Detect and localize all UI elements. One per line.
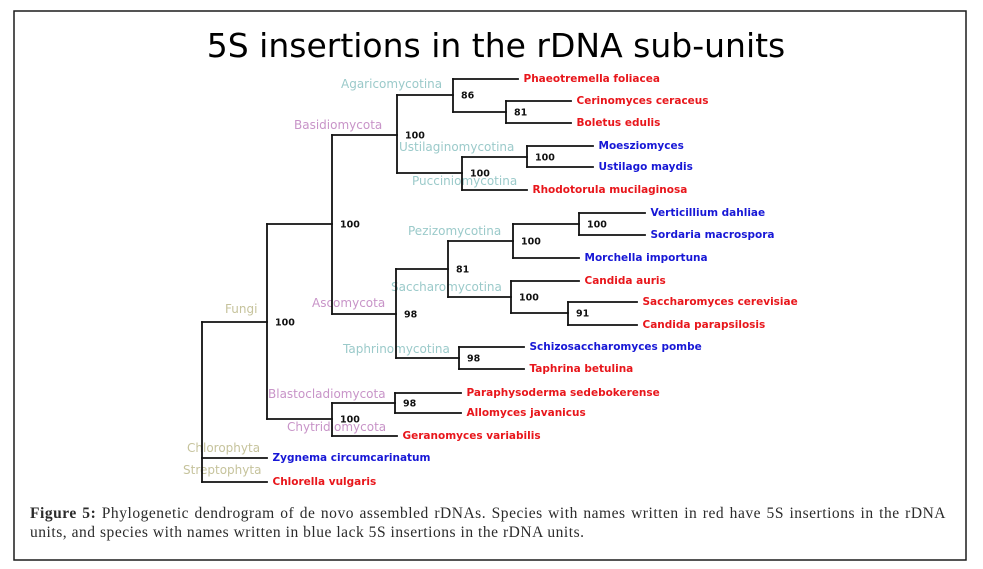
taxon-label-rhodotorula: Rhodotorula mucilaginosa: [533, 184, 688, 196]
bootstrap-value-sordariomycetes: 100: [587, 220, 607, 231]
taxon-label-schizosaccharomyces: Schizosaccharomyces pombe: [530, 341, 702, 353]
taxon-label-geranomyces: Geranomyces variabilis: [403, 430, 541, 442]
taxon-label-candida_auris: Candida auris: [585, 275, 666, 287]
taxon-label-morchella: Morchella importuna: [585, 252, 708, 264]
clade-label-basidiomycota: Basidiomycota: [294, 118, 382, 132]
clade-label-blastocladiomycota: Blastocladiomycota: [268, 387, 386, 401]
taxon-label-taphrina: Taphrina betulina: [530, 363, 634, 375]
bootstrap-value-blastocladiomycota: 98: [403, 399, 417, 410]
bootstrap-value-pezizomycotina: 100: [521, 237, 541, 248]
taxon-label-moesziomyces: Moesziomyces: [599, 140, 684, 152]
bootstrap-value-ascomycota: 98: [404, 310, 418, 321]
taxon-label-saccharomyces: Saccharomyces cerevisiae: [643, 296, 798, 308]
bootstrap-value-dikarya: 100: [340, 220, 360, 231]
bootstrap-value-pez_sac: 81: [456, 265, 469, 276]
figure-caption: Figure 5: Phylogenetic dendrogram of de …: [30, 504, 946, 542]
bootstrap-value-taphrinomycotina: 98: [467, 354, 481, 365]
taxon-label-cerinomyces: Cerinomyces ceraceus: [577, 95, 709, 107]
taxon-label-boletus: Boletus edulis: [577, 117, 661, 129]
bootstrap-value-basidiomycota: 100: [405, 131, 425, 142]
tree-branches: [201, 78, 646, 483]
bootstrap-values: 81 86 100 100 100 100 100 91 100 81 98 98 100 98 100 10…: [275, 91, 607, 426]
clade-label-saccharomycotina: Saccharomycotina: [391, 280, 502, 294]
taxon-label-zygnema: Zygnema circumcarinatum: [273, 452, 431, 464]
taxon-label-sordaria: Sordaria macrospora: [651, 229, 775, 241]
caption-text: Phylogenetic dendrogram of de novo assem…: [30, 505, 947, 541]
taxon-label-paraphysoderma: Paraphysoderma sedebokerense: [467, 387, 660, 399]
bootstrap-value-ustil_pucc: 100: [470, 169, 490, 180]
clade-label-agaricomycotina: Agaricomycotina: [341, 77, 442, 91]
taxon-label-verticillium: Verticillium dahliae: [651, 207, 766, 219]
taxon-label-chlorella: Chlorella vulgaris: [273, 476, 377, 488]
bootstrap-value-saccharomycotina: 100: [519, 293, 539, 304]
bootstrap-value-agaricomycotina: 86: [461, 91, 475, 102]
bootstrap-value-sacch_91: 91: [576, 309, 589, 320]
bootstrap-value-chytrid_blasto: 100: [340, 415, 360, 426]
bootstrap-value-ustilaginomycotina: 100: [535, 153, 555, 164]
clade-label-pucciniomycotina: Pucciniomycotina: [412, 174, 517, 188]
clade-label-ascomycota: Ascomycota: [312, 296, 385, 310]
taxon-label-ustilago: Ustilago maydis: [599, 161, 693, 173]
taxon-label-allomyces: Allomyces javanicus: [467, 407, 586, 419]
caption-label: Figure 5:: [30, 505, 97, 522]
taxon-label-candida_parapsilosis: Candida parapsilosis: [643, 319, 766, 331]
clade-label-ustilaginomycotina: Ustilaginomycotina: [399, 140, 514, 154]
clade-label-chlorophyta: Chlorophyta: [187, 441, 260, 455]
clade-label-streptophyta: Streptophyta: [183, 463, 261, 477]
clade-label-pezizomycotina: Pezizomycotina: [408, 224, 501, 238]
bootstrap-value-fungi: 100: [275, 318, 295, 329]
taxon-label-phaeotremella: Phaeotremella foliacea: [524, 73, 660, 85]
figure-title: 5S insertions in the rDNA sub-units: [207, 26, 786, 65]
clade-label-fungi: Fungi: [225, 302, 257, 316]
figure-frame: [13, 10, 967, 561]
bootstrap-value-agarico_81: 81: [514, 108, 527, 119]
clade-label-chytridiomycota: Chytridiomycota: [287, 420, 386, 434]
